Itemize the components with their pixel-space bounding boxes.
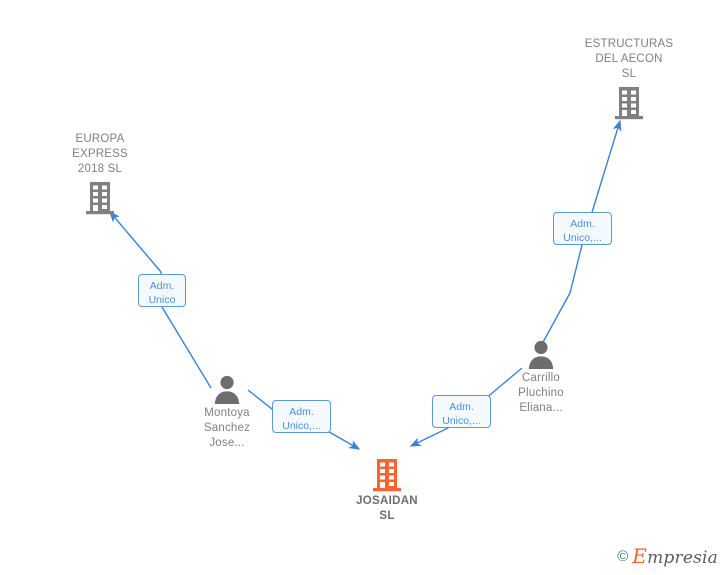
building-icon — [307, 456, 467, 492]
edge-label-carrillo-josaidan[interactable]: Adm. Unico,... — [432, 395, 491, 428]
edge-label-montoya-europa[interactable]: Adm. Unico — [138, 274, 186, 307]
person-icon — [461, 339, 621, 369]
brand-rest: mpresia — [647, 548, 718, 568]
edge-label-carrillo-estructuras[interactable]: Adm. Unico,... — [553, 212, 612, 245]
node-label-montoya: Montoya Sanchez Jose... — [203, 407, 251, 449]
graph-node-europa[interactable]: EUROPA EXPRESS 2018 SL — [20, 132, 180, 215]
copyright-symbol: © — [617, 548, 629, 565]
graph-node-carrillo[interactable]: Carrillo Pluchino Eliana... — [461, 339, 621, 416]
node-label-europa: EUROPA EXPRESS 2018 SL — [72, 133, 128, 175]
graph-node-montoya[interactable]: Montoya Sanchez Jose... — [147, 374, 307, 451]
node-label-carrillo: Carrillo Pluchino Eliana... — [518, 372, 564, 414]
graph-node-josaidan[interactable]: JOSAIDAN SL — [307, 456, 467, 524]
edge-label-montoya-josaidan[interactable]: Adm. Unico,... — [272, 400, 331, 433]
person-icon — [147, 374, 307, 404]
graph-node-estructuras[interactable]: ESTRUCTURAS DEL AECON SL — [549, 37, 709, 120]
empresia-logo: Empresia — [632, 546, 718, 567]
building-icon — [549, 84, 709, 120]
edge-segment-montoya-europa-end — [109, 210, 162, 273]
node-label-estructuras: ESTRUCTURAS DEL AECON SL — [584, 38, 674, 80]
edge-segment-carrillo-josaidan-end — [409, 427, 449, 447]
watermark: © Empresia — [617, 546, 718, 567]
edge-segment-carrillo-estructuras-start — [541, 244, 583, 345]
edge-segment-montoya-josaidan-end — [330, 432, 361, 450]
brand-initial: E — [632, 544, 648, 568]
building-icon — [20, 179, 180, 215]
node-label-josaidan: JOSAIDAN SL — [356, 495, 418, 522]
